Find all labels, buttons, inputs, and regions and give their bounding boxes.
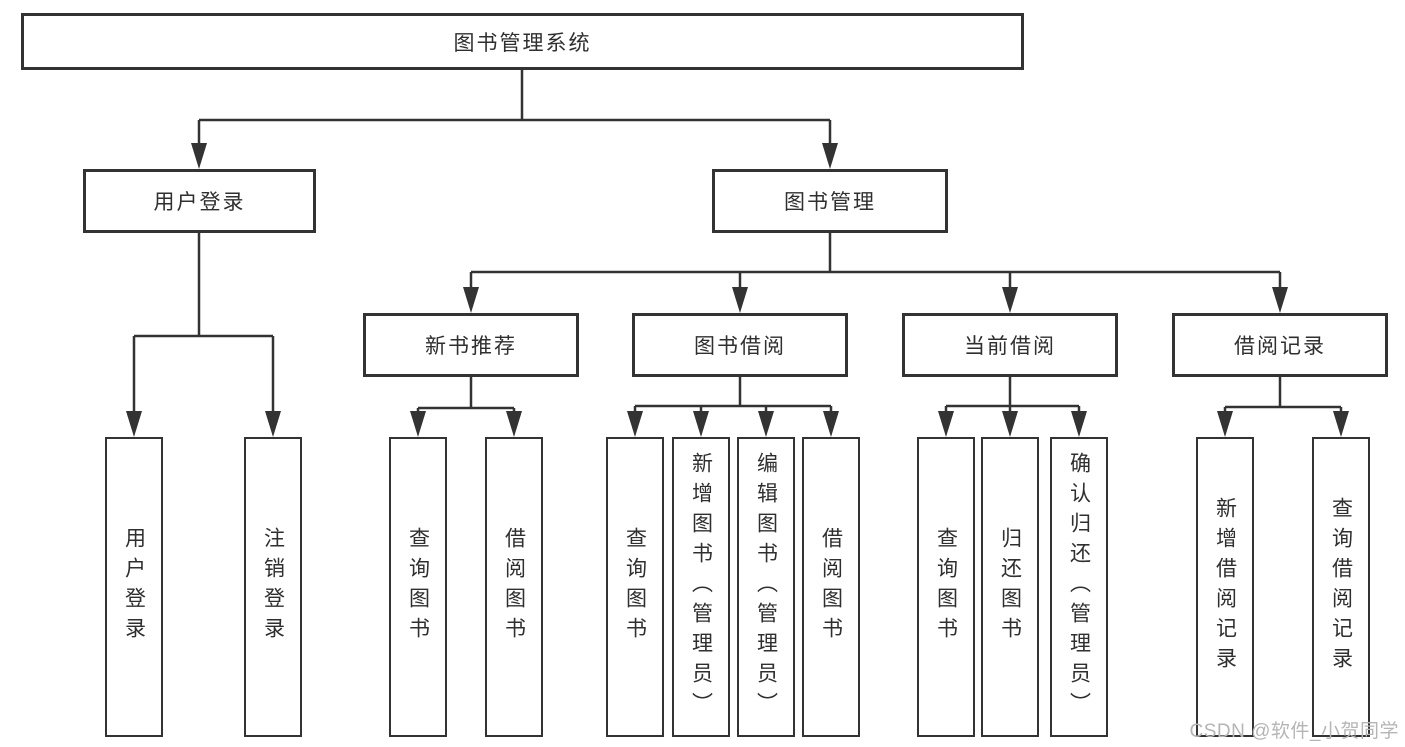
node-book-management: 图书管理: [712, 169, 948, 233]
node-book-borrow: 图书借阅: [632, 313, 848, 377]
node-label: 图书借阅: [694, 335, 786, 358]
leaf-add-borrow-record: 新增借阅记录: [1196, 437, 1254, 737]
leaf-return-book: 归还图书: [981, 437, 1039, 737]
node-label: 当前借阅: [964, 335, 1056, 358]
leaf-query-borrow-record: 查询借阅记录: [1312, 437, 1370, 737]
node-label: 用户登录: [153, 191, 246, 214]
leaf-logout: 注销登录: [244, 437, 302, 737]
node-user-login: 用户登录: [83, 169, 316, 233]
leaf-borrow-books-recommend: 借阅图书: [485, 437, 543, 737]
node-label: 新书推荐: [425, 335, 517, 358]
leaf-query-books-recommend: 查询图书: [389, 437, 447, 737]
leaf-confirm-return-admin: 确认归还（管理员）: [1050, 437, 1108, 737]
node-current-borrow: 当前借阅: [902, 313, 1118, 377]
leaf-edit-book-admin: 编辑图书（管理员）: [737, 437, 795, 737]
leaf-user-login: 用户登录: [105, 437, 163, 737]
node-label: 借阅记录: [1234, 335, 1326, 358]
leaf-query-books-current: 查询图书: [917, 437, 975, 737]
node-borrow-records: 借阅记录: [1172, 313, 1388, 377]
leaf-borrow-books: 借阅图书: [802, 437, 860, 737]
node-new-book-recommend: 新书推荐: [363, 313, 579, 377]
node-root-system: 图书管理系统: [21, 13, 1024, 70]
leaf-query-books-borrow: 查询图书: [606, 437, 664, 737]
node-label: 图书管理系统: [453, 31, 592, 55]
csdn-watermark: CSDN @软件_小贺同学: [1189, 721, 1399, 742]
node-label: 图书管理: [784, 191, 876, 214]
leaf-add-book-admin: 新增图书（管理员）: [672, 437, 730, 737]
arrowheads: [126, 143, 1349, 437]
